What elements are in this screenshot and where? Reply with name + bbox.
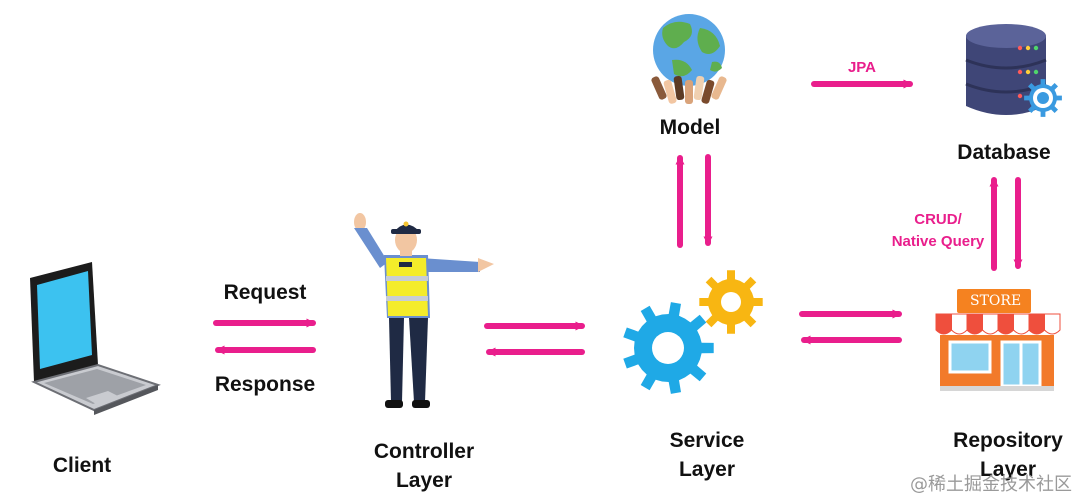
hand-shape [663,79,677,104]
database-icon [965,24,1062,117]
awning-stripe [935,313,952,335]
store-icon [935,289,1061,391]
controller-label-line2: Layer [395,469,453,492]
hand-shape [673,75,685,101]
db-status-dot [1033,69,1039,75]
awning-stripe [997,313,1014,335]
request-label: Request [223,281,307,304]
awning-stripe [1013,313,1030,335]
watermark: @稀土掘金技术社区 [910,474,1072,495]
awning-stripe [1028,313,1045,335]
hand-shape [685,80,693,104]
crud-label-line2: Native Query [891,233,985,250]
response-label: Response [214,373,316,396]
repository-layer-label: Repository Layer [938,426,1078,484]
repository-label-line2: Layer [979,458,1037,481]
crud-label-line1: CRUD/ [914,211,962,228]
awning-stripe [982,313,999,335]
controller-label-line1: Controller [373,440,475,463]
crud-label: CRUD/ Native Query [874,209,1002,253]
traffic-police-icon [354,213,494,408]
db-status-dot [1017,45,1023,51]
db-status-dot [1025,69,1031,75]
service-label-line2: Layer [678,458,736,481]
db-status-dot [1025,45,1031,51]
db-status-dot [1017,69,1023,75]
db-status-dot [1017,93,1023,99]
gears-icon [623,270,763,394]
database-label: Database [957,141,1051,164]
client-label: Client [52,454,112,477]
store-sign: STORE [970,293,1022,309]
hand-shape [711,76,727,100]
controller-layer-label: Controller Layer [354,437,494,495]
service-label-line1: Service [669,429,745,452]
hand-shape [651,76,667,100]
awning-stripe [966,313,983,335]
jpa-label: JPA [847,59,877,76]
hand-shape [701,79,715,104]
awning-stripe [1044,313,1061,335]
hand-shape [693,75,705,101]
laptop-icon [30,262,161,415]
awning-stripe [951,313,968,335]
db-status-dot [1033,45,1039,51]
service-layer-label: Service Layer [648,426,766,484]
globe-hands-icon [651,14,727,104]
model-label: Model [659,116,721,139]
repository-label-line1: Repository [953,429,1063,452]
